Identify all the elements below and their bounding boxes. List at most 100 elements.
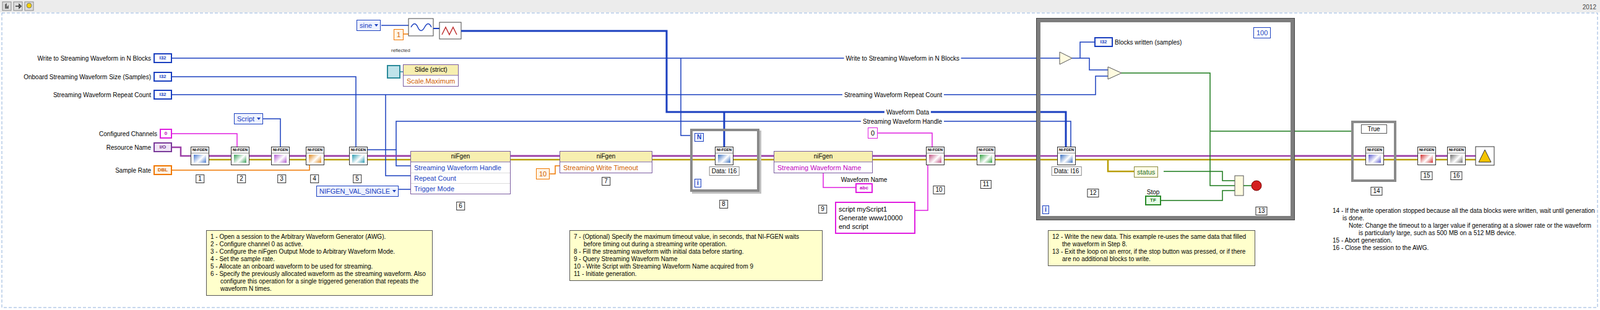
class-name: niFgen: [560, 151, 652, 163]
callout-number: 1: [195, 174, 205, 184]
callout-number: 4: [310, 174, 319, 184]
constant: Script: [233, 113, 264, 125]
control-reference: [387, 65, 400, 78]
constant: script myScript1 Generate www10000 end s…: [834, 201, 916, 234]
count-wire: [1072, 58, 1108, 70]
wire: [367, 155, 411, 158]
node-text: 10: [539, 169, 547, 179]
wire: [549, 165, 560, 174]
wire: [324, 155, 350, 158]
structure: i100I32Blocks written (samples)NI-FGENDa…: [1036, 18, 1295, 220]
wire: [944, 155, 977, 158]
wire: [872, 155, 926, 158]
comment-text: 3 - Configure the niFgen Output Mode to …: [210, 248, 429, 256]
toolbar-button: [13, 1, 23, 11]
wire: [172, 133, 238, 147]
node-text: I/O: [159, 144, 167, 151]
terminal: I32Blocks written (samples): [1094, 37, 1113, 48]
node-text: I32: [159, 91, 166, 98]
boolean-wire: [1243, 185, 1252, 187]
node-text: status: [1137, 167, 1155, 177]
terminal: Configured Channels0: [159, 128, 173, 139]
comment-text: 12 - Write the new data. This example re…: [1052, 233, 1251, 249]
terminal-label: Blocks written (samples): [1114, 38, 1182, 46]
node-text: I32: [159, 55, 166, 62]
callout-number: 7: [601, 177, 611, 186]
terminal: Resource NameI/O: [153, 142, 173, 153]
wire: [249, 155, 272, 158]
terminal-label: Waveform Name: [841, 176, 888, 184]
icon-glyph: [1450, 154, 1463, 163]
wire: [1396, 155, 1418, 158]
node-text: NI-FGEN: [349, 147, 368, 154]
constant: sine: [356, 19, 381, 31]
property-node: niFgenStreaming Write Timeout: [559, 151, 653, 174]
callout-number: 3: [277, 174, 286, 184]
repeat-count-wire: [1036, 76, 1108, 95]
multiply-function: [1059, 51, 1073, 65]
node-text: NI-FGEN: [1418, 147, 1436, 154]
handle-wire: [367, 149, 411, 166]
terminal-label: Stop: [1146, 188, 1160, 196]
callout-number: 2: [237, 174, 246, 184]
icon-glyph: [929, 154, 942, 163]
note-block: 14 - If the write operation stopped beca…: [1332, 207, 1596, 252]
version-label: 2012: [1582, 3, 1597, 11]
error-wire: [1107, 159, 1134, 172]
reference-label: reflected: [391, 47, 411, 54]
comment-text: 10 - Write Script with Streaming Wavefor…: [573, 263, 819, 271]
wire: [289, 155, 306, 158]
note-text: Note: Change the timeout to a larger val…: [1348, 222, 1596, 238]
node-text: NIFGEN_VAL_SINGLE: [319, 186, 390, 196]
icon-glyph: [1060, 154, 1073, 163]
node-text: script myScript1 Generate www10000 end s…: [838, 204, 912, 231]
terminal: StopTF: [1145, 195, 1162, 206]
node-text: sine: [359, 21, 372, 30]
stop-condition: [1251, 180, 1262, 191]
terminal: Write to Streaming Waveform in N BlocksI…: [153, 53, 173, 64]
subvi-icon: NI-FGEN: [925, 146, 945, 166]
node-text: 0: [164, 130, 168, 137]
callout-number: 11: [980, 180, 992, 189]
subvi-icon: NI-FGEN: [1417, 146, 1436, 166]
property-name: Scale.Maximum: [403, 75, 459, 87]
callout-number: 13: [1255, 206, 1268, 216]
structure: NiNI-FGENData: I16: [690, 128, 760, 192]
note-text: 14 - If the write operation stopped beca…: [1332, 207, 1596, 223]
node-text: NI-FGEN: [977, 147, 995, 154]
callout-number: 12: [1086, 188, 1099, 198]
error-handler-icon: [1475, 146, 1495, 166]
terminal: Sample RateDBL: [153, 165, 173, 176]
diagram-border: [1, 12, 1598, 308]
type-selector: Data: I16: [1051, 166, 1082, 176]
node-text: 1: [396, 30, 401, 39]
icon-glyph: [308, 154, 322, 163]
icon-glyph: [352, 154, 365, 163]
node-text: 0: [870, 128, 875, 138]
wire: [172, 147, 191, 156]
subvi-icon: NI-FGEN: [305, 146, 325, 166]
comment-text: 6 - Specify the previously allocated wav…: [210, 270, 429, 293]
callout-number: 5: [352, 174, 362, 184]
toolbar-button: [2, 1, 12, 11]
property-name: Repeat Count: [410, 172, 511, 184]
property-node: niFgenStreaming Waveform HandleRepeat Co…: [410, 151, 511, 195]
wire-label: Streaming Waveform Repeat Count: [842, 90, 944, 100]
node-text: NI-FGEN: [271, 147, 290, 154]
node-text: Script: [237, 114, 255, 124]
waveform-wire: [433, 27, 440, 30]
icon-glyph: [717, 154, 731, 163]
note-text: 16 - Close the session to the AWG.: [1332, 244, 1596, 252]
iteration-terminal: i: [694, 178, 702, 188]
toolbar: [0, 0, 1600, 13]
wire-label: Waveform Data: [884, 108, 931, 117]
terminal: Onboard Streaming Waveform Size (Samples…: [153, 71, 173, 82]
constant: 10: [536, 168, 550, 180]
wire: [915, 165, 928, 211]
comment-box: 7 - (Optional) Specify the maximum timeo…: [569, 230, 823, 282]
node-text: NI-FGEN: [306, 147, 324, 154]
count-wire: [680, 58, 691, 136]
boolean-wire: [1161, 190, 1235, 201]
terminal-label: Resource Name: [106, 144, 152, 152]
